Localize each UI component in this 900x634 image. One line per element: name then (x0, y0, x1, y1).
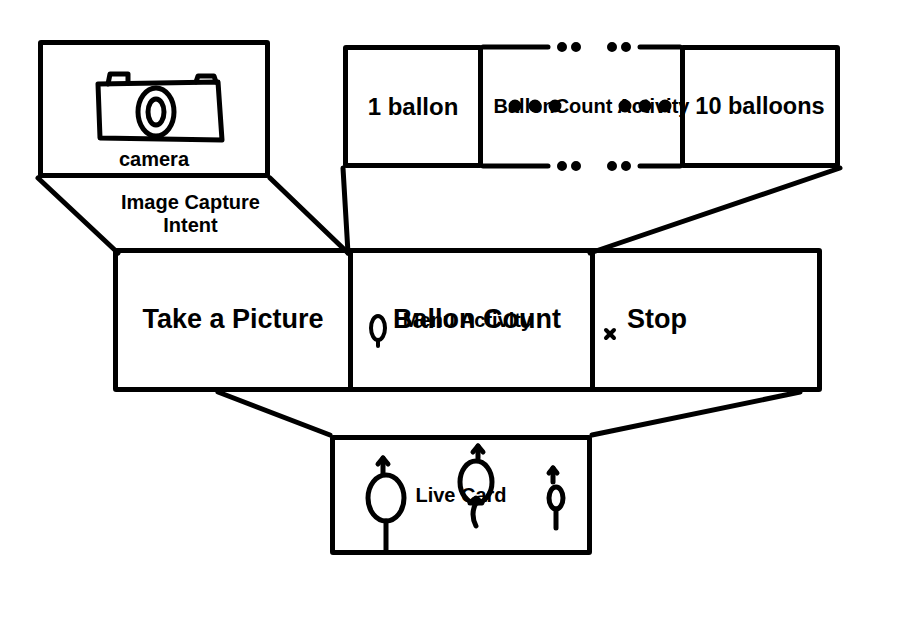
menu-band: Menu ActivityTake a PictureBallon CountS… (113, 248, 822, 392)
zoom-connector (343, 168, 840, 253)
card-box: 10 balloons (680, 45, 840, 168)
node-label: camera (119, 148, 189, 171)
node-label: 1 ballon (368, 93, 459, 121)
zoom-connector (38, 178, 348, 253)
balloons-illustration (368, 446, 563, 552)
live-card: Live Card (330, 435, 592, 555)
menu-item: Stop (590, 253, 817, 387)
node-label: Take a Picture (142, 304, 323, 335)
node-label: Ballon Count (393, 304, 561, 335)
menu-item: Ballon Count (348, 253, 590, 387)
node-heading: Image Capture Intent (98, 191, 283, 237)
camera-icon (98, 74, 222, 140)
stop-icon (606, 330, 614, 338)
menu-item: Take a Picture (118, 253, 348, 387)
node-label: Live Card (415, 484, 506, 507)
activity-strip: BallonCount Activity 1 ballon 10 balloons (343, 45, 840, 168)
node-label: Stop (627, 304, 687, 335)
node-label: 10 balloons (695, 93, 824, 120)
node-label: BallonCount Activity (494, 95, 690, 118)
balloon-icon (371, 316, 385, 346)
intent-box: cameraImage Capture Intent (38, 40, 270, 178)
zoom-connector (218, 392, 800, 435)
card-box: 1 ballon (343, 45, 483, 168)
